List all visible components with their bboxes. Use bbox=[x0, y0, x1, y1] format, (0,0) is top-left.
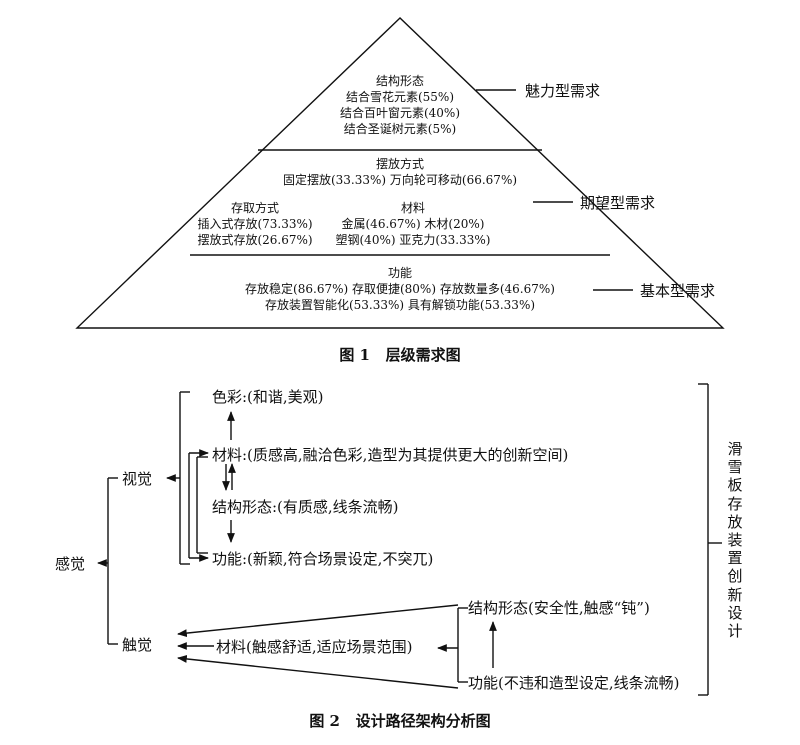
access-block: 存取方式 插入式存放(73.33%) 摆放式存放(26.67%) bbox=[190, 200, 320, 248]
placement-block: 摆放方式 固定摆放(33.33%) 万向轮可移动(66.67%) bbox=[220, 156, 580, 188]
vision-form: 结构形态:(有质感,线条流畅) bbox=[212, 498, 399, 516]
level-label-attractive: 魅力型需求 bbox=[525, 82, 601, 100]
placement-line: 固定摆放(33.33%) 万向轮可移动(66.67%) bbox=[282, 173, 518, 187]
material-block: 材料 金属(46.67%) 木材(20%) 塑钢(40%) 亚克力(33.33%… bbox=[328, 200, 498, 248]
vision-label: 视觉 bbox=[122, 470, 153, 488]
figure2-caption: 图 2 设计路径架构分析图 bbox=[309, 712, 491, 730]
vision-function: 功能:(新颖,符合场景设定,不突兀) bbox=[212, 550, 434, 568]
vision-material: 材料:(质感高,融洽色彩,造型为其提供更大的创新空间) bbox=[212, 446, 569, 464]
figure1-caption: 图 1 层级需求图 bbox=[339, 346, 461, 364]
top-tier-item: 结合雪花元素(55%) bbox=[345, 90, 455, 104]
touch-form: 结构形态(安全性,触感“钝”) bbox=[468, 599, 650, 617]
touch-function: 功能(不违和造型设定,线条流畅) bbox=[468, 674, 680, 692]
vision-color: 色彩:(和谐,美观) bbox=[212, 388, 324, 406]
access-title: 存取方式 bbox=[230, 201, 279, 215]
material-title: 材料 bbox=[400, 201, 425, 215]
top-tier-item: 结合圣诞树元素(5%) bbox=[343, 122, 457, 136]
touch-material: 材料(触感舒适,适应场景范围) bbox=[216, 638, 413, 656]
top-tier-item: 结合百叶窗元素(40%) bbox=[339, 106, 461, 120]
material-line: 金属(46.67%) 木材(20%) bbox=[341, 217, 485, 231]
level-label-expected: 期望型需求 bbox=[580, 194, 656, 212]
placement-title: 摆放方式 bbox=[375, 157, 424, 171]
access-line: 插入式存放(73.33%) bbox=[197, 217, 313, 231]
bottom-tier-line: 存放装置智能化(53.33%) 具有解锁功能(53.33%) bbox=[264, 298, 536, 312]
bottom-tier-text: 功能 存放稳定(86.67%) 存取便捷(80%) 存放数量多(46.67%) … bbox=[150, 265, 650, 313]
level-label-basic: 基本型需求 bbox=[640, 282, 716, 300]
top-tier-text: 结构形态 结合雪花元素(55%) 结合百叶窗元素(40%) 结合圣诞树元素(5%… bbox=[290, 73, 510, 137]
side-title: 滑雪板存放装置创新设计 bbox=[727, 440, 743, 641]
pyramid-outline bbox=[75, 17, 725, 329]
bottom-tier-title: 功能 bbox=[387, 266, 412, 280]
material-line: 塑钢(40%) 亚克力(33.33%) bbox=[335, 233, 491, 247]
access-line: 摆放式存放(26.67%) bbox=[197, 233, 313, 247]
root-label: 感觉 bbox=[55, 555, 86, 573]
top-tier-title: 结构形态 bbox=[375, 74, 424, 88]
touch-label: 触觉 bbox=[122, 636, 153, 654]
bottom-tier-line: 存放稳定(86.67%) 存取便捷(80%) 存放数量多(46.67%) bbox=[245, 282, 555, 296]
